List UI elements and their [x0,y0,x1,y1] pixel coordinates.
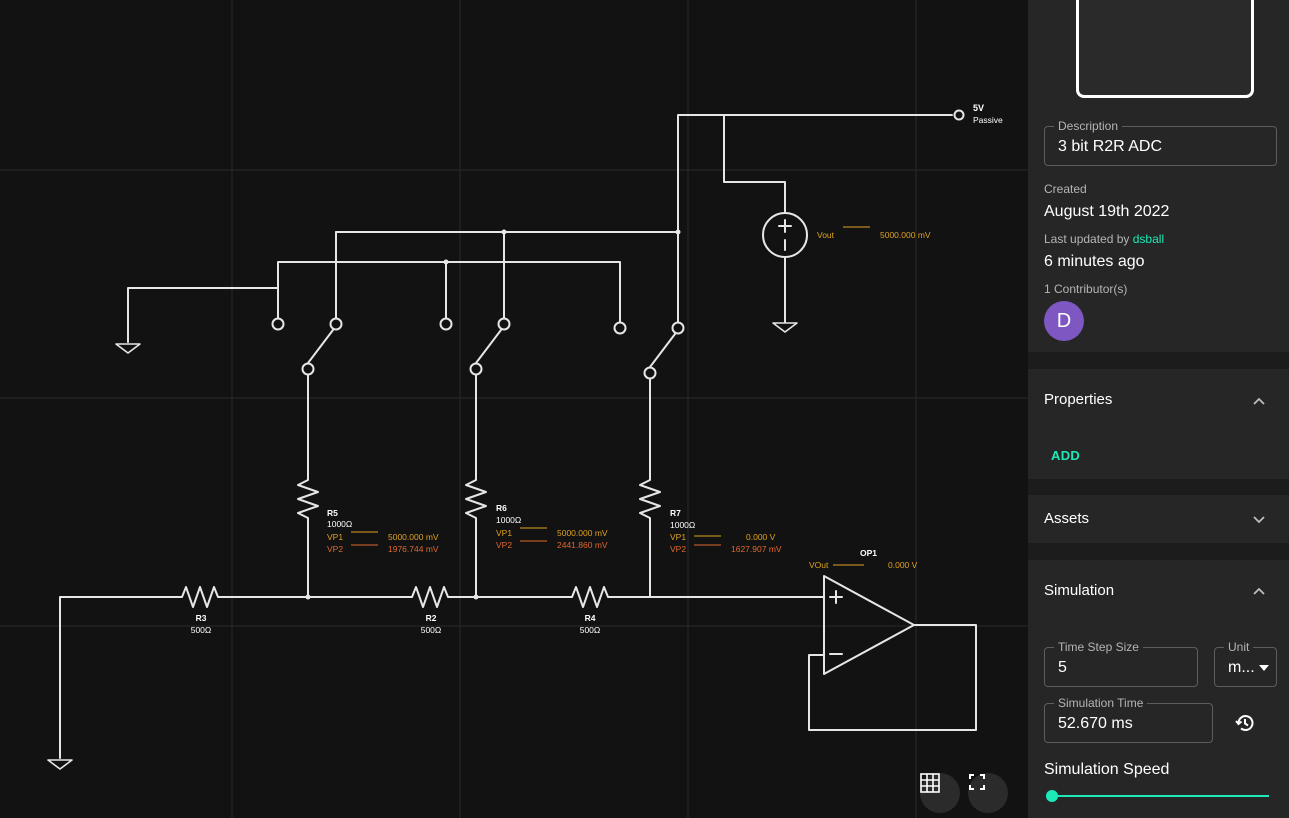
wire-ground-rail[interactable] [127,261,621,343]
simulation-speed-label: Simulation Speed [1044,761,1170,778]
r2-value: 500Ω [421,625,442,635]
time-step-field[interactable]: Time Step Size 5 [1044,640,1198,687]
meter-vout-label: Vout [817,230,835,240]
wire-5v-rail[interactable] [335,114,953,327]
r3-name: R3 [196,613,207,623]
r6-name: R6 [496,503,507,513]
info-section: Description 3 bit R2R ADC Created August… [1028,0,1289,352]
history-reset-icon[interactable] [1234,712,1256,734]
r7-value: 1000Ω [670,520,695,530]
avatar-letter: D [1056,309,1072,332]
grid-lines [0,0,1028,818]
source-label: 5V [973,103,984,113]
r5-vp1-label: VP1 [327,532,343,542]
unit-select[interactable]: Unit m... [1214,640,1277,687]
circuit-diagram[interactable]: 5V Passive Vout 5000.000 mV R5 1000Ω VP1… [0,0,1028,818]
circuit-canvas[interactable]: 5V Passive Vout 5000.000 mV R5 1000Ω VP1… [0,0,1028,818]
r5-vp2-label: VP2 [327,544,343,554]
speed-slider-track[interactable] [1052,795,1269,797]
switch-arms[interactable] [307,329,676,368]
wire-bottom-chain[interactable] [59,586,825,759]
project-thumbnail[interactable] [1076,0,1254,98]
grid-toggle-button[interactable] [920,773,960,813]
assets-section: Assets [1028,495,1289,543]
chevron-up-icon[interactable] [1252,396,1266,406]
unit-value[interactable]: m... [1228,659,1255,676]
r7-vp1-value: 0.000 V [746,532,776,542]
description-field[interactable]: Description 3 bit R2R ADC [1044,119,1277,166]
chevron-down-icon[interactable] [1252,514,1266,524]
resistor-r6[interactable] [465,471,487,598]
chevron-up-icon[interactable] [1252,586,1266,596]
updated-user-link[interactable]: dsball [1132,232,1165,246]
switch-terminals[interactable] [271,109,965,380]
meter-vout-value: 5000.000 mV [880,230,931,240]
opamp-vout-value: 0.000 V [888,560,918,570]
dropdown-arrow-icon[interactable] [1259,665,1269,671]
opamp-body[interactable] [823,575,915,675]
simulation-time-field[interactable]: Simulation Time 52.670 ms [1044,696,1213,743]
r5-vp1-value: 5000.000 mV [388,532,439,542]
r6-vp2-label: VP2 [496,540,512,550]
speed-slider-thumb[interactable] [1046,790,1058,802]
time-step-value[interactable]: 5 [1058,659,1067,676]
r3-value: 500Ω [191,625,212,635]
r5-value: 1000Ω [327,519,352,529]
r7-vp2-value: 1627.907 mV [731,544,782,554]
r7-vp2-label: VP2 [670,544,686,554]
contributors-label: 1 Contributor(s) [1044,282,1128,296]
voltage-source[interactable] [762,212,808,323]
r5-name: R5 [327,508,338,518]
opamp-feedback[interactable] [808,624,977,731]
r7-vp1-label: VP1 [670,532,686,542]
properties-title[interactable]: Properties [1044,391,1113,408]
source-sublabel: Passive [973,115,1003,125]
ground-symbol [772,322,798,333]
fullscreen-icon [969,774,985,790]
opamp-name: OP1 [860,548,877,558]
r6-value: 1000Ω [496,515,521,525]
r7-name: R7 [670,508,681,518]
r4-value: 500Ω [580,625,601,635]
simulation-section: Simulation Time Step Size 5 Unit m... Si… [1028,560,1289,818]
side-panel: Description 3 bit R2R ADC Created August… [1028,0,1289,818]
r5-vp2-value: 1976.744 mV [388,544,439,554]
avatar[interactable]: D [1044,301,1084,341]
updated-label-text: Last updated by [1044,232,1130,246]
simulation-time-label: Simulation Time [1054,696,1148,710]
r6-vp1-label: VP1 [496,528,512,538]
add-property-button[interactable]: ADD [1051,448,1081,463]
opamp-vout-label: VOut [809,560,829,570]
wire-switch-to-resistors[interactable] [307,374,651,473]
junction-dots [305,229,681,600]
ground-symbol [115,343,141,354]
assets-title[interactable]: Assets [1044,510,1090,527]
created-label: Created [1044,182,1087,196]
simulation-title[interactable]: Simulation [1044,582,1115,599]
properties-section: Properties ADD [1028,369,1289,479]
created-value: August 19th 2022 [1044,203,1170,220]
resistor-r5[interactable] [297,471,319,598]
description-value[interactable]: 3 bit R2R ADC [1058,138,1163,155]
time-step-label: Time Step Size [1054,640,1143,654]
fullscreen-button[interactable] [968,773,1008,813]
r6-vp1-value: 5000.000 mV [557,528,608,538]
r6-vp2-value: 2441.860 mV [557,540,608,550]
updated-value: 6 minutes ago [1044,253,1145,270]
description-label: Description [1054,119,1123,133]
updated-label: Last updated by dsball [1044,232,1164,246]
unit-label: Unit [1224,640,1254,654]
grid-icon [920,773,940,793]
ground-symbol [47,759,73,770]
r2-name: R2 [426,613,437,623]
simulation-time-value[interactable]: 52.670 ms [1058,715,1133,732]
resistor-r7[interactable] [639,471,661,598]
r4-name: R4 [585,613,596,623]
